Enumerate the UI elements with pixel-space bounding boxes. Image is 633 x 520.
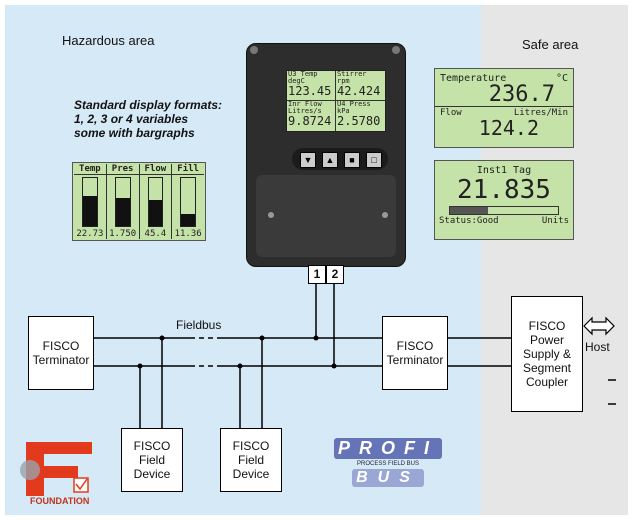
bargraph-value: 1.750 [109,229,137,239]
status-text: Status:Good [439,216,499,226]
globe-icon [20,460,40,480]
lcd-cell-unit: degC [288,77,305,85]
bargraph-value: 22.73 [76,229,104,239]
foundation-logo [20,442,92,496]
lcd-cell-value: 42.424 [337,84,381,98]
temperature-label: Temperature [440,73,507,84]
lcd-cell-value: 123.45 [288,84,332,98]
bargraph-value: 11.36 [174,229,202,239]
lcd-cell-value: 9.8724 [288,114,332,128]
screw-icon [382,212,388,218]
two-variable-display: Temperature °C 236.7 Flow Litres/Min 124… [434,68,574,148]
profibus-top-row: PROFI [318,438,458,459]
lcd-cell: U4 Press kPa 2.5780 [336,101,385,131]
bargraph-display: Temp 22.73 Pres 1.750 Flow 45.4 Fill 11.… [72,162,206,241]
profibus-top-text: PROFI [333,438,442,459]
screw-icon [250,46,258,54]
fisco-field-device-2: FISCO Field Device [220,428,282,492]
bargraph-column: Pres 1.750 [106,164,140,239]
lcd-row: Flow Litres/Min [435,106,573,118]
lcd-cell: Stirrer rpm 42.424 [336,71,385,101]
foundation-f-shape [26,442,92,496]
status-bargraph-fill [450,207,488,214]
junction-dot [313,335,319,341]
enter-button[interactable]: □ [366,152,382,168]
junction-dot [159,335,165,341]
bargraph-column: Temp 22.73 [74,164,107,239]
profibus-bottom-row: BUS [318,469,458,487]
lcd-cell-label: U3 Temp [288,71,318,78]
check-mark-icon [75,478,88,491]
host-label: Host [585,340,610,354]
units-text: Units [541,216,569,226]
function-button[interactable]: ■ [344,152,360,168]
lcd-row: Temperature °C [435,69,573,84]
main-value: 21.835 [457,175,551,205]
flow-label: Flow [440,108,462,118]
lcd-cell-unit: Litres/s [288,107,322,115]
indicator-button-bar [292,148,388,170]
fisco-terminator-right: FISCO Terminator [382,316,448,390]
down-button[interactable]: ▼ [300,152,316,168]
foundation-logo-text: FOUNDATION [30,496,90,506]
fieldbus-label: Fieldbus [176,318,222,332]
bargraph-track [147,177,164,227]
lcd-cell-value: 2.5780 [337,114,381,128]
junction-dot [137,363,143,369]
host-arrow-icon [583,316,615,336]
bargraph-track [114,177,131,227]
indicator-lower-panel [256,175,396,257]
fisco-field-device-1: FISCO Field Device [121,428,183,492]
profibus-bottom-text: BUS [352,469,424,487]
temperature-value: 236.7 [488,82,555,107]
profibus-logo: PROFI PROCESS FIELD BUS BUS [318,438,458,502]
lcd-cell-label: Stirrer [337,71,367,78]
flow-unit: Litres/Min [513,108,568,118]
bargraph-label: Pres [106,164,139,175]
junction-dot [331,363,337,369]
lcd-row: Status:Good Units [435,215,573,226]
flow-value: 124.2 [478,116,539,140]
fisco-power-supply: FISCO Power Supply & Segment Coupler [511,296,583,412]
bargraph-column: Fill 11.36 [172,164,204,239]
display-formats-note: Standard display formats: 1, 2, 3 or 4 v… [74,98,222,140]
lcd-cell-unit: rpm [337,77,350,85]
lcd-cell-label: U4 Press [337,101,371,108]
bargraph-fill [115,198,130,226]
screw-icon [268,212,274,218]
tag-label: Inst1 Tag [476,165,532,176]
bargraph-fill [83,196,97,226]
bargraph-label: Temp [74,164,106,175]
lcd-cell-label: Inr Flow [288,101,322,108]
indicator-lcd: U3 Temp degC 123.45 Stirrer rpm 42.424 I… [286,70,386,132]
lcd-cell-unit: kPa [337,107,350,115]
status-bargraph [449,206,559,215]
junction-dot [237,363,243,369]
one-variable-display: Inst1 Tag 21.835 Status:Good Units [434,160,574,240]
up-button[interactable]: ▲ [322,152,338,168]
bargraph-track [180,177,196,227]
lcd-cell: U3 Temp degC 123.45 [287,71,336,101]
bargraph-label: Flow [139,164,172,175]
lcd-cell: Inr Flow Litres/s 9.8724 [287,101,336,131]
hazardous-area-title: Hazardous area [62,33,155,48]
terminal-2: 2 [326,265,344,284]
temperature-unit: °C [555,73,568,84]
note-line: Standard display formats: [74,98,223,112]
note-line: 1, 2, 3 or 4 variables [74,112,189,126]
note-line: some with bargraphs [74,126,195,140]
safe-area-title: Safe area [522,37,579,52]
bargraph-label: Fill [172,164,204,175]
bargraph-column: Flow 45.4 [139,164,173,239]
junction-dot [259,335,265,341]
bargraph-value: 45.4 [144,229,167,239]
terminal-1: 1 [308,265,326,284]
bargraph-fill [148,199,163,226]
profibus-subtitle: PROCESS FIELD BUS [356,461,419,467]
fisco-terminator-left: FISCO Terminator [28,316,94,390]
bargraph-fill [181,214,195,226]
bargraph-track [82,177,98,227]
screw-icon [392,46,400,54]
